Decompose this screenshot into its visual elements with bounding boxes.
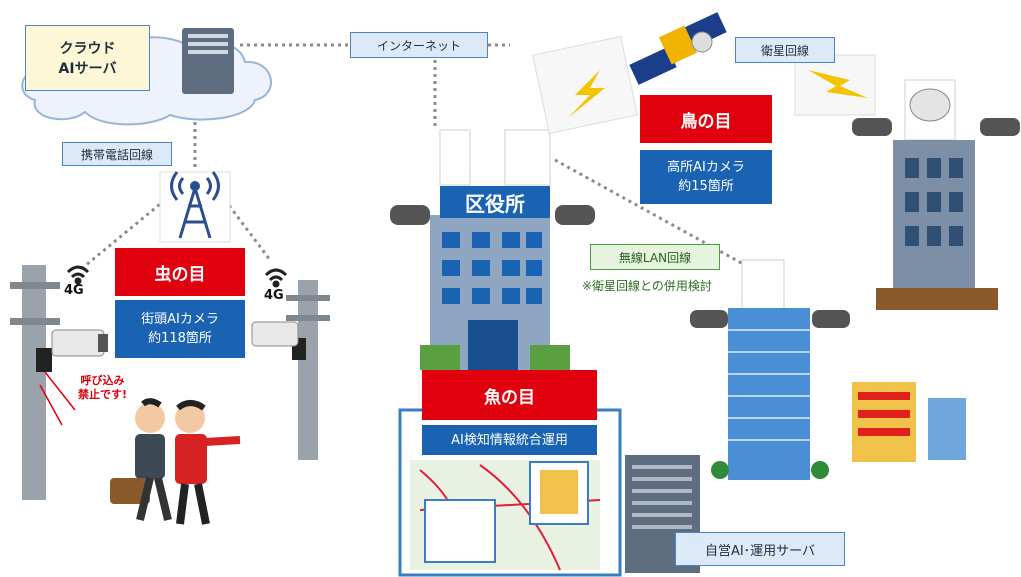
- speech-line2: 禁止です!: [78, 388, 128, 401]
- utility-pole-left: [10, 265, 108, 500]
- bug-eye-line1: 街頭AIカメラ: [141, 312, 219, 327]
- speech-line1: 呼び込み: [80, 374, 125, 387]
- speech-bubble-text: 呼び込み 禁止です!: [78, 374, 127, 402]
- wireless-note: ※衛星回線との併用検討: [582, 279, 712, 293]
- own-ai-server-label: 自営AI･運用サーバ: [675, 532, 845, 566]
- bug-eye-camera-info: 街頭AIカメラ 約118箇所: [115, 300, 245, 358]
- cloud-title: クラウド: [59, 41, 116, 57]
- cloud-subtitle: AIサーバ: [58, 61, 117, 77]
- wifi-icon: [66, 265, 288, 288]
- midrise-building: [690, 259, 850, 480]
- bird-eye-line1: 高所AIカメラ: [667, 160, 745, 175]
- internet-label: インターネット: [350, 32, 488, 58]
- 4g-badge-right: 4G: [264, 288, 284, 303]
- fish-eye-subtitle: AI検知情報統合運用: [422, 425, 597, 455]
- connection-lines: [79, 43, 746, 272]
- fish-eye-title: 魚の目: [422, 370, 597, 420]
- bug-eye-line2: 約118箇所: [148, 331, 212, 346]
- ward-office-building: [390, 129, 595, 375]
- server-icon: [182, 28, 234, 94]
- cloud-ai-server-label: クラウド AIサーバ: [25, 25, 150, 91]
- bird-eye-camera-info: 高所AIカメラ 約15箇所: [640, 150, 772, 204]
- bird-eye-title: 鳥の目: [640, 95, 772, 143]
- ward-office-sign: 区役所: [440, 186, 550, 218]
- satellite-line-label: 衛星回線: [735, 37, 835, 63]
- lightning-icon: [532, 35, 876, 135]
- highrise-building: [852, 79, 1020, 310]
- satellite-icon: [629, 12, 727, 85]
- utility-pole-right: [251, 280, 330, 460]
- bug-eye-title: 虫の目: [115, 248, 245, 296]
- wireless-lan-label: 無線LAN回線: [590, 244, 720, 270]
- speech-lines: [39, 371, 76, 426]
- bird-eye-line2: 約15箇所: [678, 179, 734, 194]
- fire-buildings: [852, 382, 966, 462]
- antenna-tower-icon: [159, 171, 231, 243]
- 4g-badge-left: 4G: [64, 283, 84, 298]
- people-illustration: [110, 398, 241, 525]
- mobile-line-label: 携帯電話回線: [62, 142, 172, 166]
